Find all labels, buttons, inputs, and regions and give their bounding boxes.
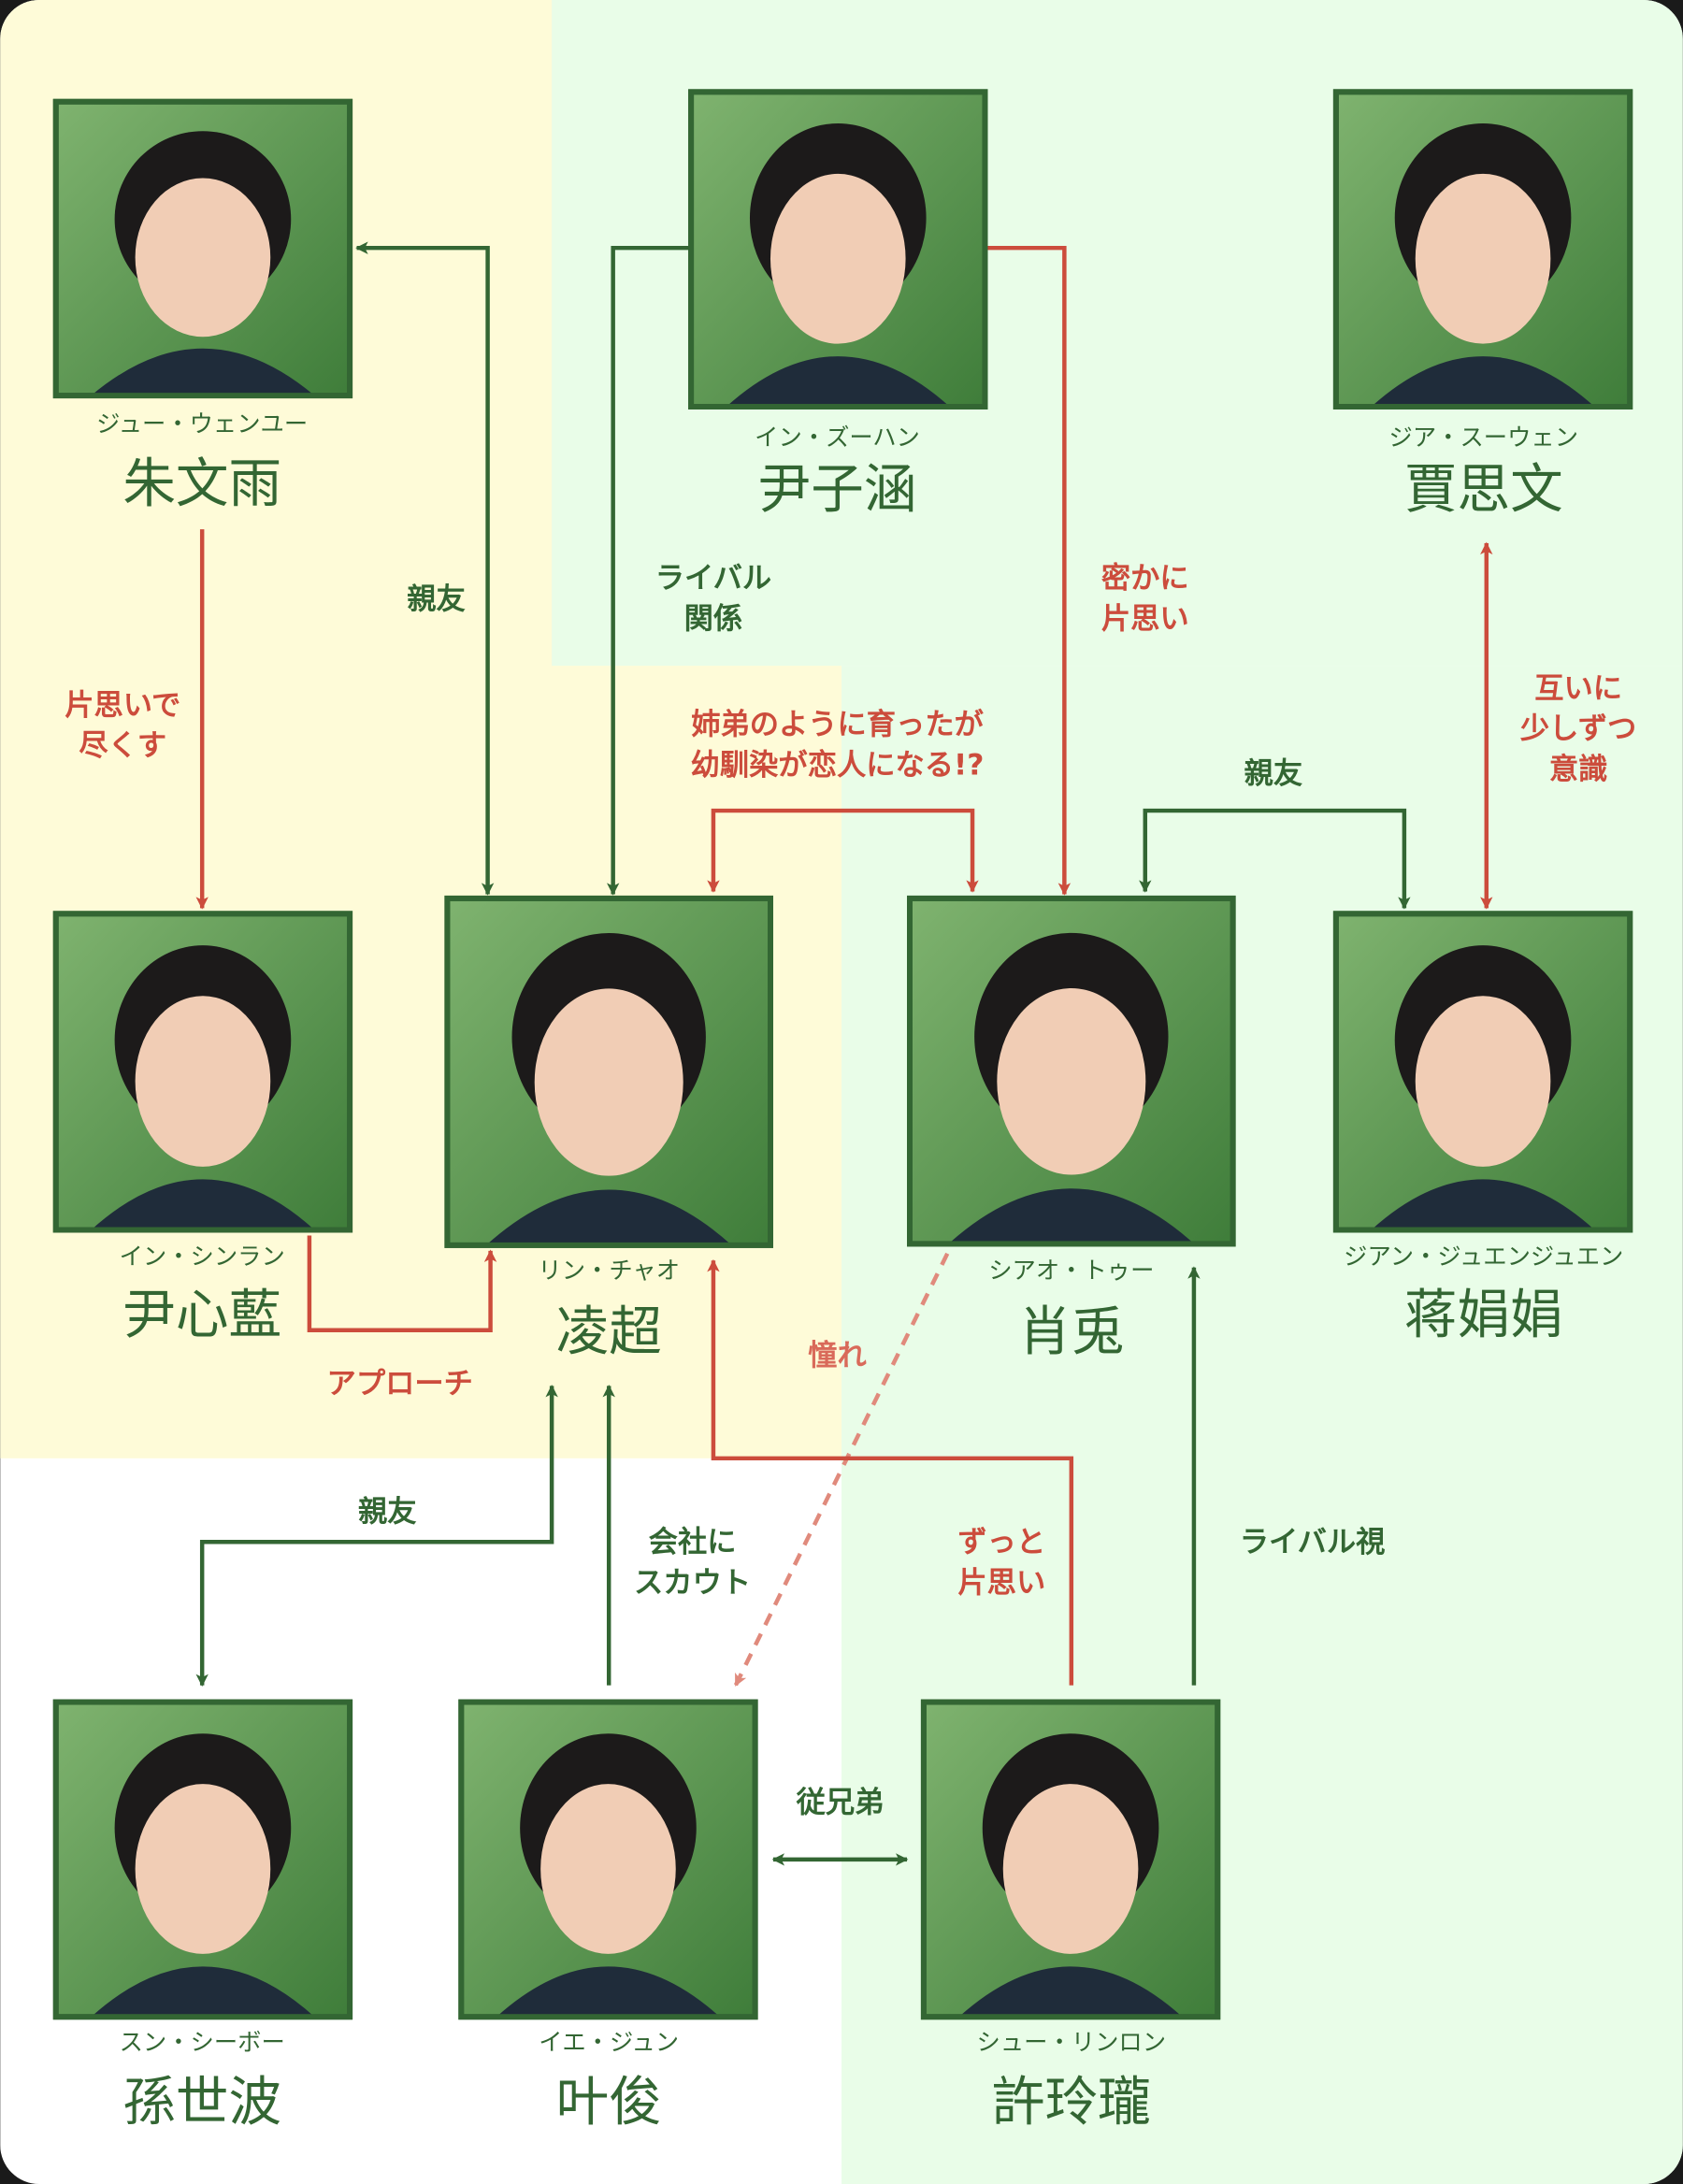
person-kana-name: シアオ・トゥー [988,1257,1154,1285]
person-kanji-name: 孫世波 [122,2071,281,2133]
person-kana-name: スン・シーボー [120,2028,285,2056]
person-kanji-name: 蒋娟娟 [1404,1285,1563,1346]
relation-label-best-friend-top: 親友 [407,582,466,616]
portrait-photo [920,1699,1221,2020]
relation-label-line: 関係 [684,602,743,636]
relation-label-line: 姉弟のように育ったが [691,707,984,741]
relation-label-line: ずっと [957,1526,1045,1559]
link-best-friend-right [1139,808,1411,910]
relation-label-line: 片思いで [65,688,180,722]
person-kana-name: イン・ズーハン [755,424,920,452]
person-kana-name: ジア・スーウェン [1389,424,1579,452]
person-kanji-name: 凌超 [556,1301,662,1363]
relation-label-line: 親友 [1244,756,1303,790]
portrait-photo [1332,89,1633,410]
link-best-friend-bottom [195,1385,558,1687]
relation-label-line: 密かに [1101,561,1189,596]
person-kanji-name: 許玲瓏 [992,2071,1151,2133]
relation-label-line: スカウト [634,1566,751,1600]
relation-label-line: 片思い [957,1566,1045,1600]
relation-label-best-friend-bottom: 親友 [358,1495,417,1529]
relation-label-cousins: 従兄弟 [796,1786,885,1819]
person-kana-name: ジュー・ウェンユー [96,410,308,438]
relation-label-line: 片思い [1101,602,1189,636]
relation-label-line: アプローチ [327,1367,473,1401]
portrait-photo [458,1699,758,2020]
link-approach [307,1235,497,1332]
relation-label-line: ライバル視 [1240,1526,1386,1559]
person-kana-name: リン・チャオ [538,1257,680,1285]
relation-label-line: 親友 [358,1495,417,1529]
link-long-crush [707,1258,1074,1686]
person-kana-name: ジアン・ジュエンジュエン [1344,1243,1623,1271]
relation-label-line: 少しずつ [1520,712,1636,746]
portrait-photo [52,1699,353,2020]
relation-label-line: 憧れ [808,1339,867,1372]
link-rival [606,245,692,896]
relation-label-line: 親友 [407,582,466,616]
relation-label-line: 幼馴染が恋人になる!? [691,747,985,782]
person-kana-name: イン・シンラン [120,1243,285,1271]
relation-label-best-friend-right: 親友 [1244,756,1303,790]
portrait-photo [688,89,988,410]
relation-label-line: 互いに [1534,671,1622,705]
relation-label-approach: アプローチ [327,1367,473,1401]
relation-label-line: ライバル [655,562,771,596]
person-kanji-name: 朱文雨 [122,453,281,514]
relation-label-line: 会社に [649,1526,737,1559]
person-kanji-name: 肖兎 [1018,1301,1124,1363]
person-kanji-name: 賈思文 [1404,458,1563,520]
relation-label-line: 尽くす [79,728,166,762]
person-kanji-name: 尹子涵 [758,458,917,520]
portrait-photo [1332,911,1633,1233]
person-kanji-name: 叶俊 [556,2071,662,2133]
relation-label-rivalry: ライバル視 [1240,1526,1386,1559]
relation-label-line: 従兄弟 [796,1786,885,1819]
person-kanji-name: 尹心藍 [122,1285,281,1346]
portrait-photo [52,98,353,399]
person-kana-name: シュー・リンロン [977,2028,1167,2056]
relation-label-line: 意識 [1549,752,1608,786]
link-best-friend-top [355,241,495,896]
relation-label-admire: 憧れ [808,1339,867,1372]
link-secret-crush [985,245,1072,896]
portrait-photo [444,895,773,1248]
person-kana-name: イエ・ジュン [539,2028,679,2056]
portrait-photo [907,895,1236,1247]
portrait-photo [52,911,353,1233]
link-childhood [707,808,979,893]
